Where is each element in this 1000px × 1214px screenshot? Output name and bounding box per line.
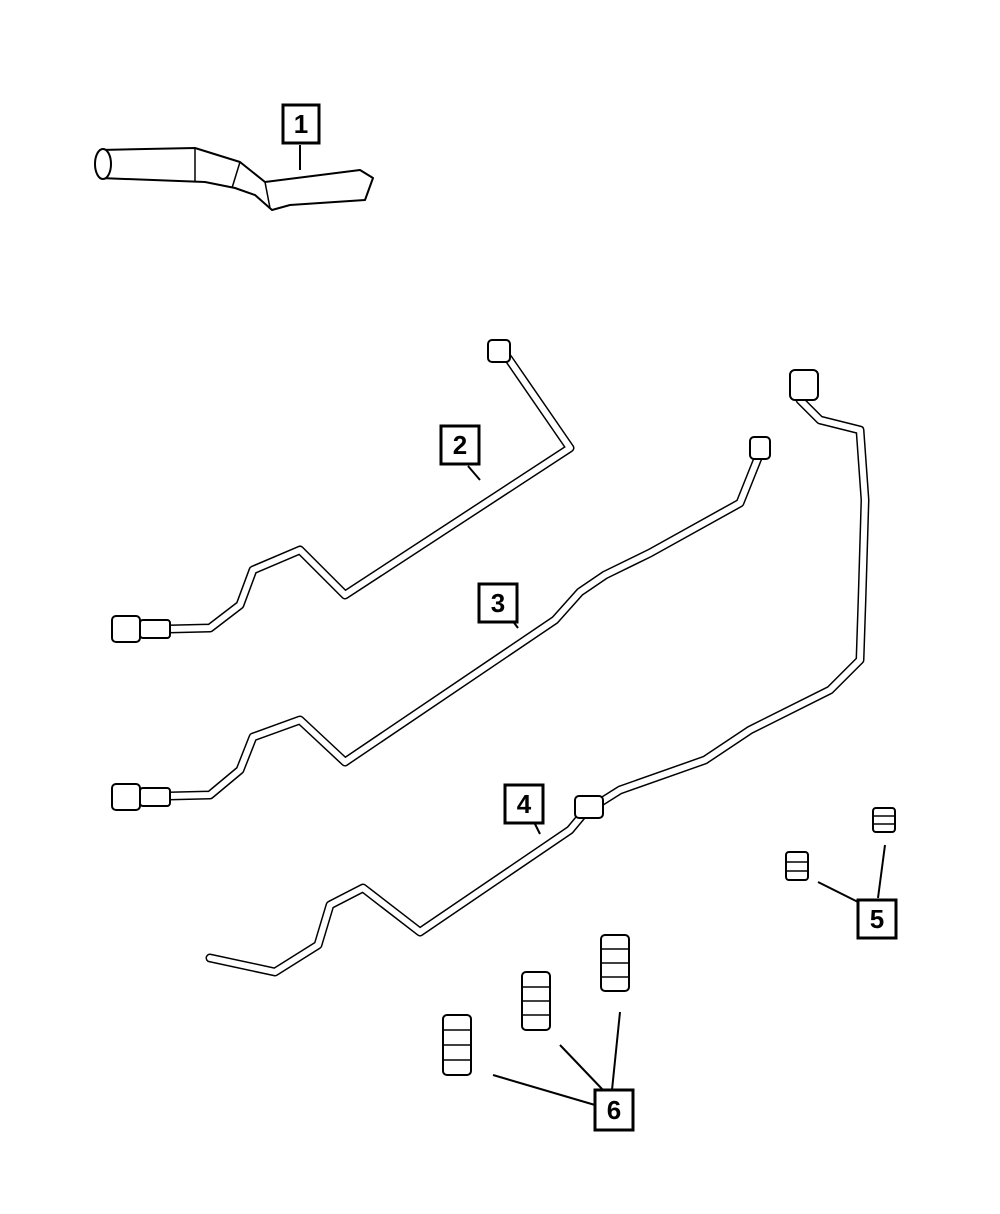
callout-2: 2 bbox=[439, 424, 481, 466]
callout-3-label: 3 bbox=[491, 588, 505, 618]
callout-3: 3 bbox=[477, 582, 519, 624]
part-6-clips bbox=[442, 934, 630, 1076]
callout-6-label: 6 bbox=[607, 1095, 621, 1125]
callout-1-label: 1 bbox=[294, 109, 308, 139]
callout-4: 4 bbox=[503, 783, 545, 825]
callout-5-label: 5 bbox=[870, 904, 884, 934]
leader-lines bbox=[299, 145, 886, 1106]
callout-5: 5 bbox=[856, 898, 898, 940]
callout-2-label: 2 bbox=[453, 430, 467, 460]
part-4-tube bbox=[205, 369, 870, 977]
part-2-tube bbox=[111, 339, 575, 643]
callout-1: 1 bbox=[281, 103, 321, 145]
callout-6: 6 bbox=[593, 1088, 635, 1132]
part-1-hose bbox=[94, 147, 374, 211]
part-3-tube bbox=[111, 436, 771, 811]
part-5-clips bbox=[785, 807, 896, 881]
callout-4-label: 4 bbox=[517, 789, 532, 819]
